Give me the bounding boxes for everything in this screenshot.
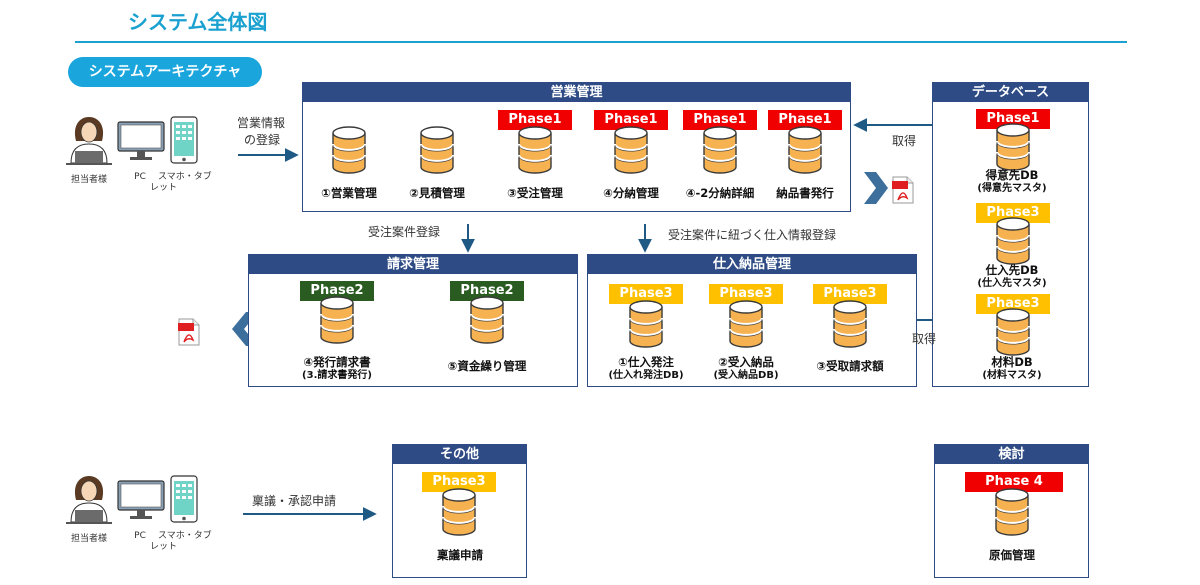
sales-item-label: ④-2分納詳細 (685, 186, 755, 200)
phase-badge: Phase1 (976, 109, 1050, 129)
panel-sales-header: 営業管理 (303, 83, 850, 102)
pc-label: PC (134, 531, 146, 541)
phase-badge: Phase2 (450, 281, 524, 301)
panel-purchase-header: 仕入納品管理 (588, 255, 916, 274)
title-divider (75, 41, 1127, 43)
panel-other-header: その他 (393, 445, 526, 464)
phase-badge: Phase2 (300, 281, 374, 301)
db-icon (995, 488, 1029, 536)
db-icon (442, 488, 476, 536)
phase-badge: Phase3 (813, 284, 887, 304)
phase-badge: Phase3 (422, 472, 496, 492)
person-icon (66, 117, 112, 165)
phase-badge: Phase3 (709, 284, 783, 304)
db-icon (788, 126, 822, 174)
mobile-label-line2: レット (150, 183, 178, 193)
db-icon (629, 300, 663, 348)
db-icon (996, 308, 1030, 356)
mobile-label-line1: スマホ・タブ (158, 172, 212, 182)
db-icon (996, 217, 1030, 265)
sales-item-label: ④分納管理 (603, 186, 659, 200)
pdf-icon (178, 318, 200, 346)
phase-badge: Phase3 (609, 284, 683, 304)
flow-label-order-register: 受注案件登録 (368, 225, 441, 239)
panel-review-header: 検討 (935, 445, 1088, 464)
sales-item-label: ①営業管理 (321, 186, 377, 200)
db-icon (703, 126, 737, 174)
person-label: 担当者様 (70, 175, 107, 185)
panel-billing: 請求管理 (248, 254, 578, 387)
flow-label-sales-info-2: の登録 (244, 133, 281, 147)
panel-sales: 営業管理 (302, 82, 851, 212)
phase-badge: Phase 4 (965, 472, 1063, 492)
db-icon (332, 126, 366, 174)
pc-icon (117, 480, 165, 519)
purchase-item-label: ③受取請求額 (816, 359, 884, 373)
phase-badge: Phase1 (768, 110, 842, 130)
phase-badge: Phase1 (683, 110, 757, 130)
sales-item-label: ②見積管理 (409, 186, 465, 200)
db-icon (614, 126, 648, 174)
purchase-item-label: ①仕入発注(仕入れ発注DB) (608, 355, 684, 381)
tablet-icon (170, 116, 198, 164)
flow-label-sales-info-1: 営業情報 (237, 116, 286, 130)
db-icon (833, 300, 867, 348)
pdf-icon (892, 176, 914, 204)
db-item-label: 仕入先DB(仕入先マスタ) (977, 263, 1047, 289)
panel-database-header: データベース (933, 83, 1088, 102)
panel-other: その他 (392, 444, 527, 578)
person-icon (66, 476, 112, 524)
billing-item-label: ④発行請求書(3.請求書発行) (302, 355, 372, 381)
db-icon (320, 296, 354, 344)
db-icon (729, 300, 763, 348)
page-title: システム全体図 (128, 10, 268, 34)
db-icon (996, 123, 1030, 171)
purchase-item-label: ②受入納品(受入納品DB) (713, 355, 779, 381)
flow-label-fetch-mid: 取得 (912, 332, 937, 346)
flow-label-fetch-top: 取得 (892, 134, 917, 148)
phase-badge: Phase3 (976, 203, 1050, 223)
phase-badge: Phase3 (976, 294, 1050, 314)
output-chevron-right (864, 172, 888, 204)
phase-badge: Phase1 (498, 110, 572, 130)
pc-icon (117, 121, 165, 160)
person-label: 担当者様 (70, 534, 107, 544)
sales-item-label: ③受注管理 (507, 186, 563, 200)
tablet-icon (170, 475, 198, 523)
section-label: システムアーキテクチャ (68, 57, 262, 87)
db-item-label: 材料DB(材料マスタ) (982, 355, 1042, 381)
sales-item-label: 納品書発行 (776, 186, 834, 200)
review-item-label: 原価管理 (989, 548, 1035, 562)
phase-badge: Phase1 (594, 110, 668, 130)
flow-label-purchase-register: 受注案件に紐づく仕入情報登録 (668, 228, 837, 242)
mobile-label-line1: スマホ・タブ (158, 531, 212, 541)
db-icon (470, 296, 504, 344)
other-item-label: 稟議申請 (437, 548, 483, 562)
db-icon (420, 126, 454, 174)
mobile-label-line2: レット (150, 542, 178, 552)
output-chevron-left (232, 312, 258, 346)
flow-label-ringi: 稟議・承認申請 (252, 494, 337, 508)
pc-label: PC (134, 172, 146, 182)
panel-billing-header: 請求管理 (249, 255, 577, 274)
db-item-label: 得意先DB(得意先マスタ) (977, 168, 1047, 194)
billing-item-label: ⑤資金繰り管理 (447, 359, 527, 373)
db-icon (518, 126, 552, 174)
